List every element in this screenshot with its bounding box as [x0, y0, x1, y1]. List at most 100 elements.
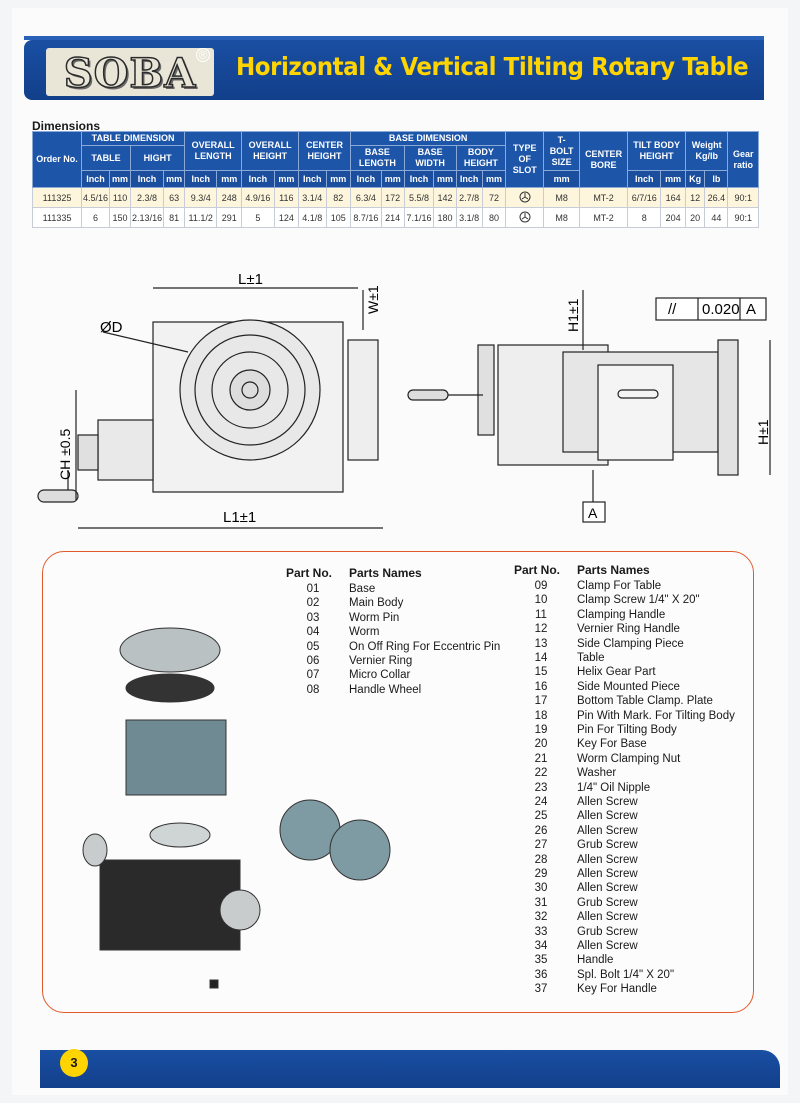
table-cell: 9.3/4	[184, 187, 218, 208]
part-number: 01	[306, 583, 320, 595]
part-number: 24	[534, 796, 548, 808]
part-name: Allen Screw	[577, 853, 638, 866]
brand-logo: SOBA	[46, 48, 214, 98]
part-name: Allen Screw	[577, 882, 638, 895]
table-cell: 111335	[32, 207, 82, 228]
exploded-view-drawing	[82, 627, 391, 989]
part-number: 04	[306, 626, 320, 639]
unit-mm: mm	[273, 170, 300, 188]
part-number: 21	[534, 752, 548, 765]
part-number: 13	[534, 637, 548, 650]
label-datum-box: A	[746, 301, 756, 318]
unit-inch: Inch	[80, 170, 111, 188]
part-name: Allen Screw	[577, 824, 638, 837]
footer-bar	[40, 1050, 780, 1088]
table-cell: 2.7/8	[455, 187, 483, 208]
part-number: 14	[534, 652, 548, 664]
part-name: Spl. Bolt 1/4" X 20"	[577, 968, 675, 981]
part-number: 18	[534, 709, 548, 722]
table-cell: 142	[433, 187, 457, 208]
table-cell: 5.5/8	[403, 187, 435, 208]
unit-mm: mm	[325, 170, 352, 188]
col-tilt-body-height: TILT BODY HEIGHT	[627, 131, 686, 171]
table-cell: 4.1/8	[298, 207, 327, 228]
table-cell: 111325	[32, 187, 82, 208]
parts-header-name-right: Parts Names	[577, 563, 650, 577]
part-name: Main Body	[349, 597, 404, 610]
table-cell: 26.4	[704, 187, 729, 208]
part-number: 37	[534, 983, 548, 996]
dimensions-heading: Dimensions	[32, 119, 101, 133]
col-overall-length: OVERALL LENGTH	[184, 131, 243, 171]
part-number: 20	[534, 738, 548, 751]
part-name: Key For Handle	[577, 983, 657, 996]
col-hight: HIGHT	[130, 145, 186, 171]
dimensions-table: Order No. TABLE DIMENSION OVERALL LENGTH…	[32, 131, 759, 228]
unit-inch: Inch	[298, 170, 327, 188]
part-number: 32	[534, 911, 548, 924]
table-cell: 44	[704, 207, 729, 228]
part-number: 09	[534, 580, 548, 592]
parts-header-no-left: Part No.	[286, 566, 333, 580]
col-center-bore: CENTER BORE	[578, 131, 629, 188]
table-cell: 4.5/16	[80, 187, 111, 208]
banner-top-stripe	[24, 36, 764, 40]
part-name: Micro Collar	[349, 669, 411, 682]
table-cell: 6.3/4	[350, 187, 382, 208]
table-cell: 8	[627, 207, 662, 228]
table-cell: 90:1	[727, 207, 759, 228]
part-name: Side Clamping Piece	[577, 637, 684, 650]
unit-inch: Inch	[403, 170, 435, 188]
table-disc	[119, 627, 221, 673]
col-base-length: BASE LENGTH	[350, 145, 405, 171]
unit-mm: mm	[481, 170, 507, 188]
unit-mm: mm	[660, 170, 686, 188]
slot-type-icon	[505, 207, 545, 228]
part-number: 29	[534, 868, 548, 880]
table-cell: 4.9/16	[241, 187, 275, 208]
col-type-of-slot: TYPE OF SLOT	[505, 131, 545, 188]
table-cell: 248	[216, 187, 243, 208]
unit-mm: mm	[433, 170, 457, 188]
table-cell: 124	[273, 207, 300, 228]
part-number: 02	[306, 597, 320, 610]
part-name: On Off Ring For Eccentric Pin	[349, 640, 501, 653]
part-number: 26	[534, 824, 548, 837]
part-number: 30	[534, 882, 548, 895]
part-name: Key For Base	[577, 738, 647, 751]
table-cell: 3.1/4	[298, 187, 327, 208]
slot-type-icon	[505, 187, 545, 208]
table-cell: 82	[325, 187, 352, 208]
brand-logo-text: SOBA	[63, 49, 197, 98]
page-title: Horizontal & Vertical Tilting Rotary Tab…	[236, 52, 749, 81]
part-name: Helix Gear Part	[577, 666, 656, 679]
unit-mm: mm	[216, 170, 243, 188]
table-cell: 8.7/16	[350, 207, 382, 228]
page-number: 3	[60, 1049, 88, 1077]
col-base-width: BASE WIDTH	[403, 145, 457, 171]
unit-mm: mm	[543, 170, 580, 188]
part-name: Allen Screw	[577, 868, 638, 880]
part-name: Pin With Mark. For Tilting Body	[577, 709, 735, 722]
part-name: Bottom Table Clamp. Plate	[577, 695, 713, 708]
part-name: Table	[577, 652, 605, 664]
table-cell: 204	[660, 207, 686, 228]
table-cell: 164	[660, 187, 686, 208]
part-number: 36	[534, 968, 548, 981]
part-name: Handle	[577, 954, 614, 967]
part-number: 10	[534, 594, 548, 607]
col-gear-ratio: Gear ratio	[727, 131, 759, 188]
part-number: 35	[534, 954, 548, 967]
table-cell: 3.1/8	[455, 207, 483, 228]
label-height: H±1	[755, 419, 771, 445]
part-number: 28	[534, 853, 548, 866]
table-cell: 5	[241, 207, 275, 228]
col-weight: Weight Kg/lb	[684, 131, 729, 171]
part-name: Allen Screw	[577, 810, 638, 823]
table-cell: 7.1/16	[403, 207, 435, 228]
table-cell: 6	[80, 207, 111, 228]
table-cell: 172	[380, 187, 405, 208]
col-order-no: Order No.	[32, 131, 82, 188]
